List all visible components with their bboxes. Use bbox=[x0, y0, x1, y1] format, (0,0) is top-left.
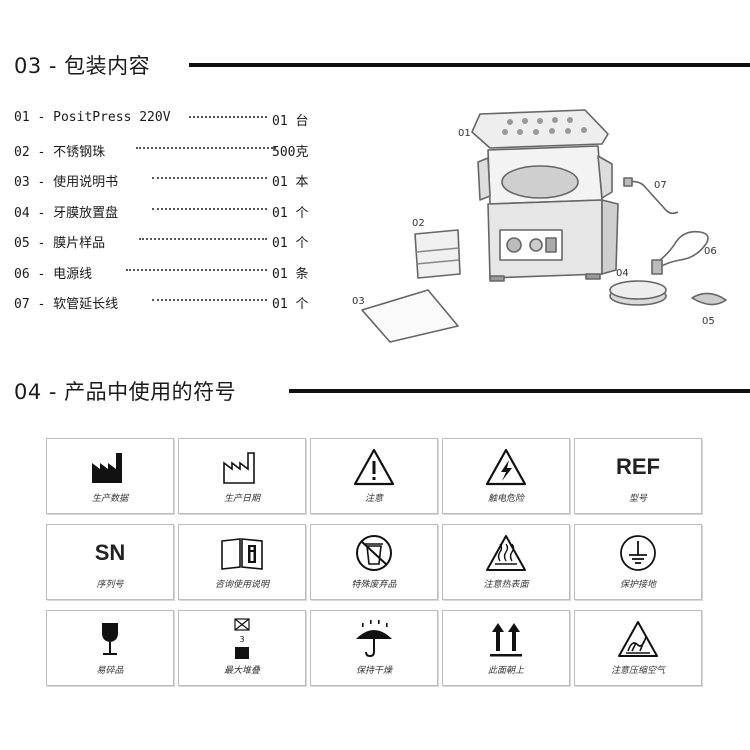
callout-02: 02 bbox=[412, 218, 425, 229]
item-name: 02 - 不锈钢珠 bbox=[14, 144, 106, 160]
symbol-stack-limit: 3 最大堆叠 bbox=[178, 610, 306, 686]
symbol-compressed-air: 注意压缩空气 bbox=[574, 610, 702, 686]
symbol-label: 此面朝上 bbox=[487, 666, 524, 676]
power-cord bbox=[657, 230, 709, 269]
package-contents-list: 01 - PositPress 220V 01 台 02 - 不锈钢珠 500克… bbox=[14, 104, 324, 318]
package-contents-illustration: 01 02 03 04 05 06 07 bbox=[352, 109, 727, 343]
item-name: 05 - 膜片样品 bbox=[14, 236, 106, 251]
symbol-label: 型号 bbox=[628, 494, 647, 504]
sn-icon: SN bbox=[94, 540, 126, 565]
factory-icon bbox=[92, 453, 122, 483]
symbol-label: 序列号 bbox=[96, 580, 124, 590]
symbol-consult-manual: 咨询使用说明 bbox=[178, 524, 306, 600]
symbol-label: 生产日期 bbox=[223, 494, 260, 504]
symbol-hot-surface: 注意热表面 bbox=[442, 524, 570, 600]
compressed-air-icon bbox=[618, 621, 658, 657]
symbol-label: 注意热表面 bbox=[483, 580, 529, 590]
stack-count: 3 bbox=[239, 635, 244, 644]
symbol-label: 注意 bbox=[364, 494, 383, 504]
manual-icon bbox=[221, 538, 263, 570]
symbol-this-way-up: 此面朝上 bbox=[442, 610, 570, 686]
list-item: 06 - 电源线 01 条 bbox=[14, 257, 324, 288]
leader-dots bbox=[126, 268, 267, 271]
item-quantity: 01 个 bbox=[272, 236, 309, 251]
section-03-heading: 03 - 包装内容 bbox=[14, 50, 750, 80]
callout-07: 07 bbox=[654, 180, 667, 191]
ground-icon bbox=[620, 535, 656, 571]
list-item: 02 - 不锈钢珠 500克 bbox=[14, 135, 324, 166]
symbol-keep-dry: 保持干燥 bbox=[310, 610, 438, 686]
chamber-opening bbox=[501, 165, 579, 199]
item-name: 07 - 软管延长线 bbox=[14, 297, 119, 312]
section-04-divider bbox=[289, 389, 750, 393]
leader-dots bbox=[139, 238, 267, 240]
section-04-title: 04 - 产品中使用的符号 bbox=[14, 380, 237, 404]
symbol-label: 最大堆叠 bbox=[223, 666, 260, 676]
leader-dots bbox=[136, 146, 276, 149]
factory-outline-icon bbox=[223, 452, 255, 484]
item-name: 03 - 使用说明书 bbox=[14, 175, 119, 190]
leader-dots bbox=[152, 177, 267, 179]
item-quantity: 01 台 bbox=[272, 114, 309, 129]
symbol-label: 保护接地 bbox=[619, 580, 656, 590]
hot-surface-icon bbox=[486, 535, 526, 571]
symbol-caution: 注意 bbox=[310, 438, 438, 514]
list-item: 04 - 牙膜放置盘 01 个 bbox=[14, 196, 324, 227]
lid-grip-pattern bbox=[502, 117, 587, 135]
symbol-serial-number: SN 序列号 bbox=[46, 524, 174, 600]
list-item: 05 - 膜片样品 01 个 bbox=[14, 226, 324, 257]
section-04-heading: 04 - 产品中使用的符号 bbox=[14, 376, 750, 406]
instruction-manual bbox=[361, 289, 459, 343]
electric-shock-icon bbox=[485, 448, 527, 486]
symbol-reference: REF 型号 bbox=[574, 438, 702, 514]
symbol-protective-earth: 保护接地 bbox=[574, 524, 702, 600]
press-lid bbox=[471, 109, 609, 149]
symbol-label: 触电危险 bbox=[487, 494, 524, 504]
item-quantity: 01 个 bbox=[272, 205, 309, 221]
symbol-label: 生产数据 bbox=[91, 494, 128, 504]
callout-01: 01 bbox=[458, 128, 471, 139]
list-item: 03 - 使用说明书 01 本 bbox=[14, 165, 324, 196]
keep-dry-icon bbox=[356, 620, 392, 658]
symbol-label: 咨询使用说明 bbox=[214, 580, 269, 590]
leader-dots bbox=[189, 116, 267, 118]
item-name: 01 - PositPress 220V bbox=[14, 110, 171, 125]
callout-06: 06 bbox=[704, 246, 717, 257]
symbols-grid: 生产数据 生产日期 注意 触电危险 REF 型号 SN 序列号 bbox=[44, 436, 704, 692]
symbol-label: 保持干燥 bbox=[355, 666, 392, 676]
item-name: 06 - 电源线 bbox=[14, 266, 93, 282]
item-quantity: 500克 bbox=[272, 144, 309, 160]
this-way-up-icon bbox=[490, 623, 522, 657]
symbol-label: 特殊废弃品 bbox=[351, 580, 397, 590]
ref-icon: REF bbox=[616, 454, 660, 479]
disposal-icon bbox=[356, 535, 392, 571]
fragile-icon bbox=[102, 623, 118, 655]
item-name: 04 - 牙膜放置盘 bbox=[14, 205, 119, 221]
section-03-title: 03 - 包装内容 bbox=[14, 54, 151, 78]
stack-limit-icon: 3 bbox=[234, 618, 250, 659]
film-sample bbox=[691, 292, 727, 306]
list-item: 01 - PositPress 220V 01 台 bbox=[14, 104, 324, 135]
symbol-manufacturer: 生产数据 bbox=[46, 438, 174, 514]
symbol-electric-shock: 触电危险 bbox=[442, 438, 570, 514]
item-quantity: 01 个 bbox=[272, 297, 309, 312]
leader-dots bbox=[152, 299, 267, 301]
steel-beads-jar bbox=[414, 229, 461, 279]
callout-04: 04 bbox=[616, 268, 629, 279]
hose-extension bbox=[629, 180, 679, 215]
symbol-special-disposal: 特殊废弃品 bbox=[310, 524, 438, 600]
symbol-fragile: 易碎品 bbox=[46, 610, 174, 686]
leader-dots bbox=[152, 207, 267, 210]
list-item: 07 - 软管延长线 01 个 bbox=[14, 287, 324, 318]
warning-icon bbox=[353, 448, 395, 486]
callout-05: 05 bbox=[702, 316, 715, 327]
section-03-divider bbox=[189, 63, 750, 67]
callout-03: 03 bbox=[352, 296, 365, 307]
symbol-label: 注意压缩空气 bbox=[610, 666, 665, 676]
item-quantity: 01 条 bbox=[272, 266, 309, 282]
symbol-manufacture-date: 生产日期 bbox=[178, 438, 306, 514]
symbol-label: 易碎品 bbox=[96, 666, 124, 676]
item-quantity: 01 本 bbox=[272, 175, 309, 190]
